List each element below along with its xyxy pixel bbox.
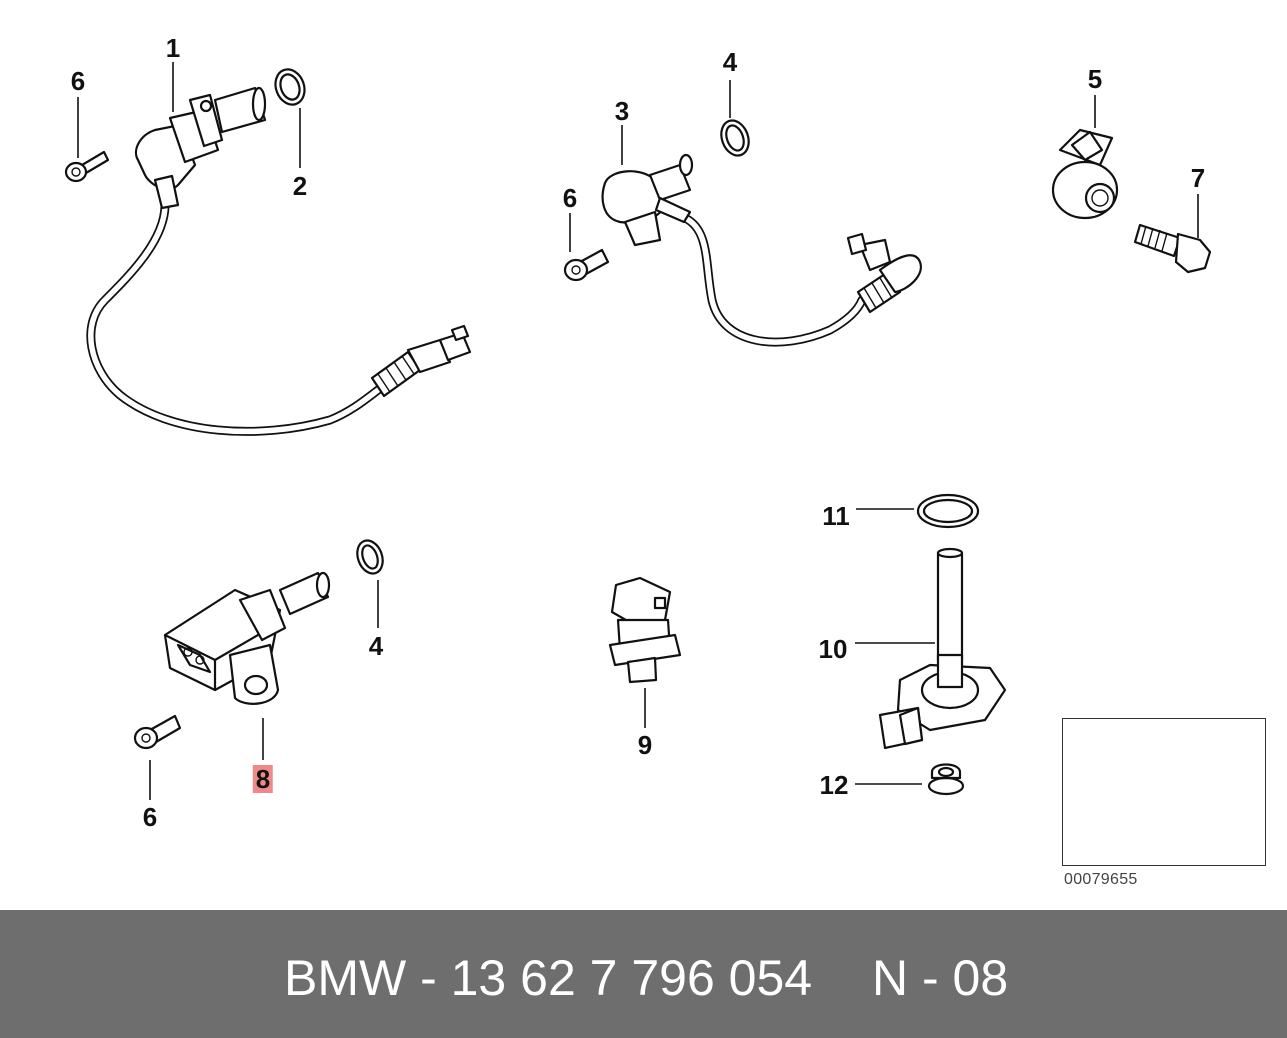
part-bolt-7 [1133, 223, 1212, 274]
callout-11: 11 [822, 501, 850, 531]
callout-7: 7 [1190, 163, 1206, 193]
callout-8-highlighted: 8 [252, 765, 274, 793]
part-sensor-8 [163, 571, 331, 705]
footer-part-number: BMW - 13 62 7 796 054 [284, 950, 813, 1006]
reference-thumbnail-frame [1062, 718, 1266, 866]
callout-3: 3 [614, 96, 630, 126]
callout-12: 12 [819, 770, 849, 800]
callout-4: 4 [722, 47, 738, 77]
part-oil-level-sensor-10 [878, 547, 1007, 750]
part-crankshaft-sensor-assembly [86, 86, 472, 436]
footer-position: N - 08 [872, 950, 1009, 1006]
part-screw-6b [563, 248, 610, 282]
parts-diagram [64, 62, 1263, 864]
part-screw-6c [133, 714, 182, 750]
callout-6: 6 [562, 183, 578, 213]
part-knock-sensor [1051, 128, 1119, 220]
callout-6: 6 [142, 802, 158, 832]
footer-bar [0, 910, 1287, 1038]
callout-5: 5 [1087, 64, 1103, 94]
callout-2: 2 [292, 171, 308, 201]
callout-1: 1 [165, 33, 181, 63]
callout-10: 10 [818, 634, 848, 664]
part-camshaft-sensor-assembly [601, 153, 922, 347]
part-pressure-switch-9 [608, 576, 682, 684]
reference-code: 00079655 [1064, 871, 1138, 888]
callout-6: 6 [70, 66, 86, 96]
callout-4: 4 [368, 631, 384, 661]
part-grommet-12 [927, 763, 965, 796]
callout-9: 9 [637, 730, 653, 760]
part-screw-6a [64, 150, 110, 183]
